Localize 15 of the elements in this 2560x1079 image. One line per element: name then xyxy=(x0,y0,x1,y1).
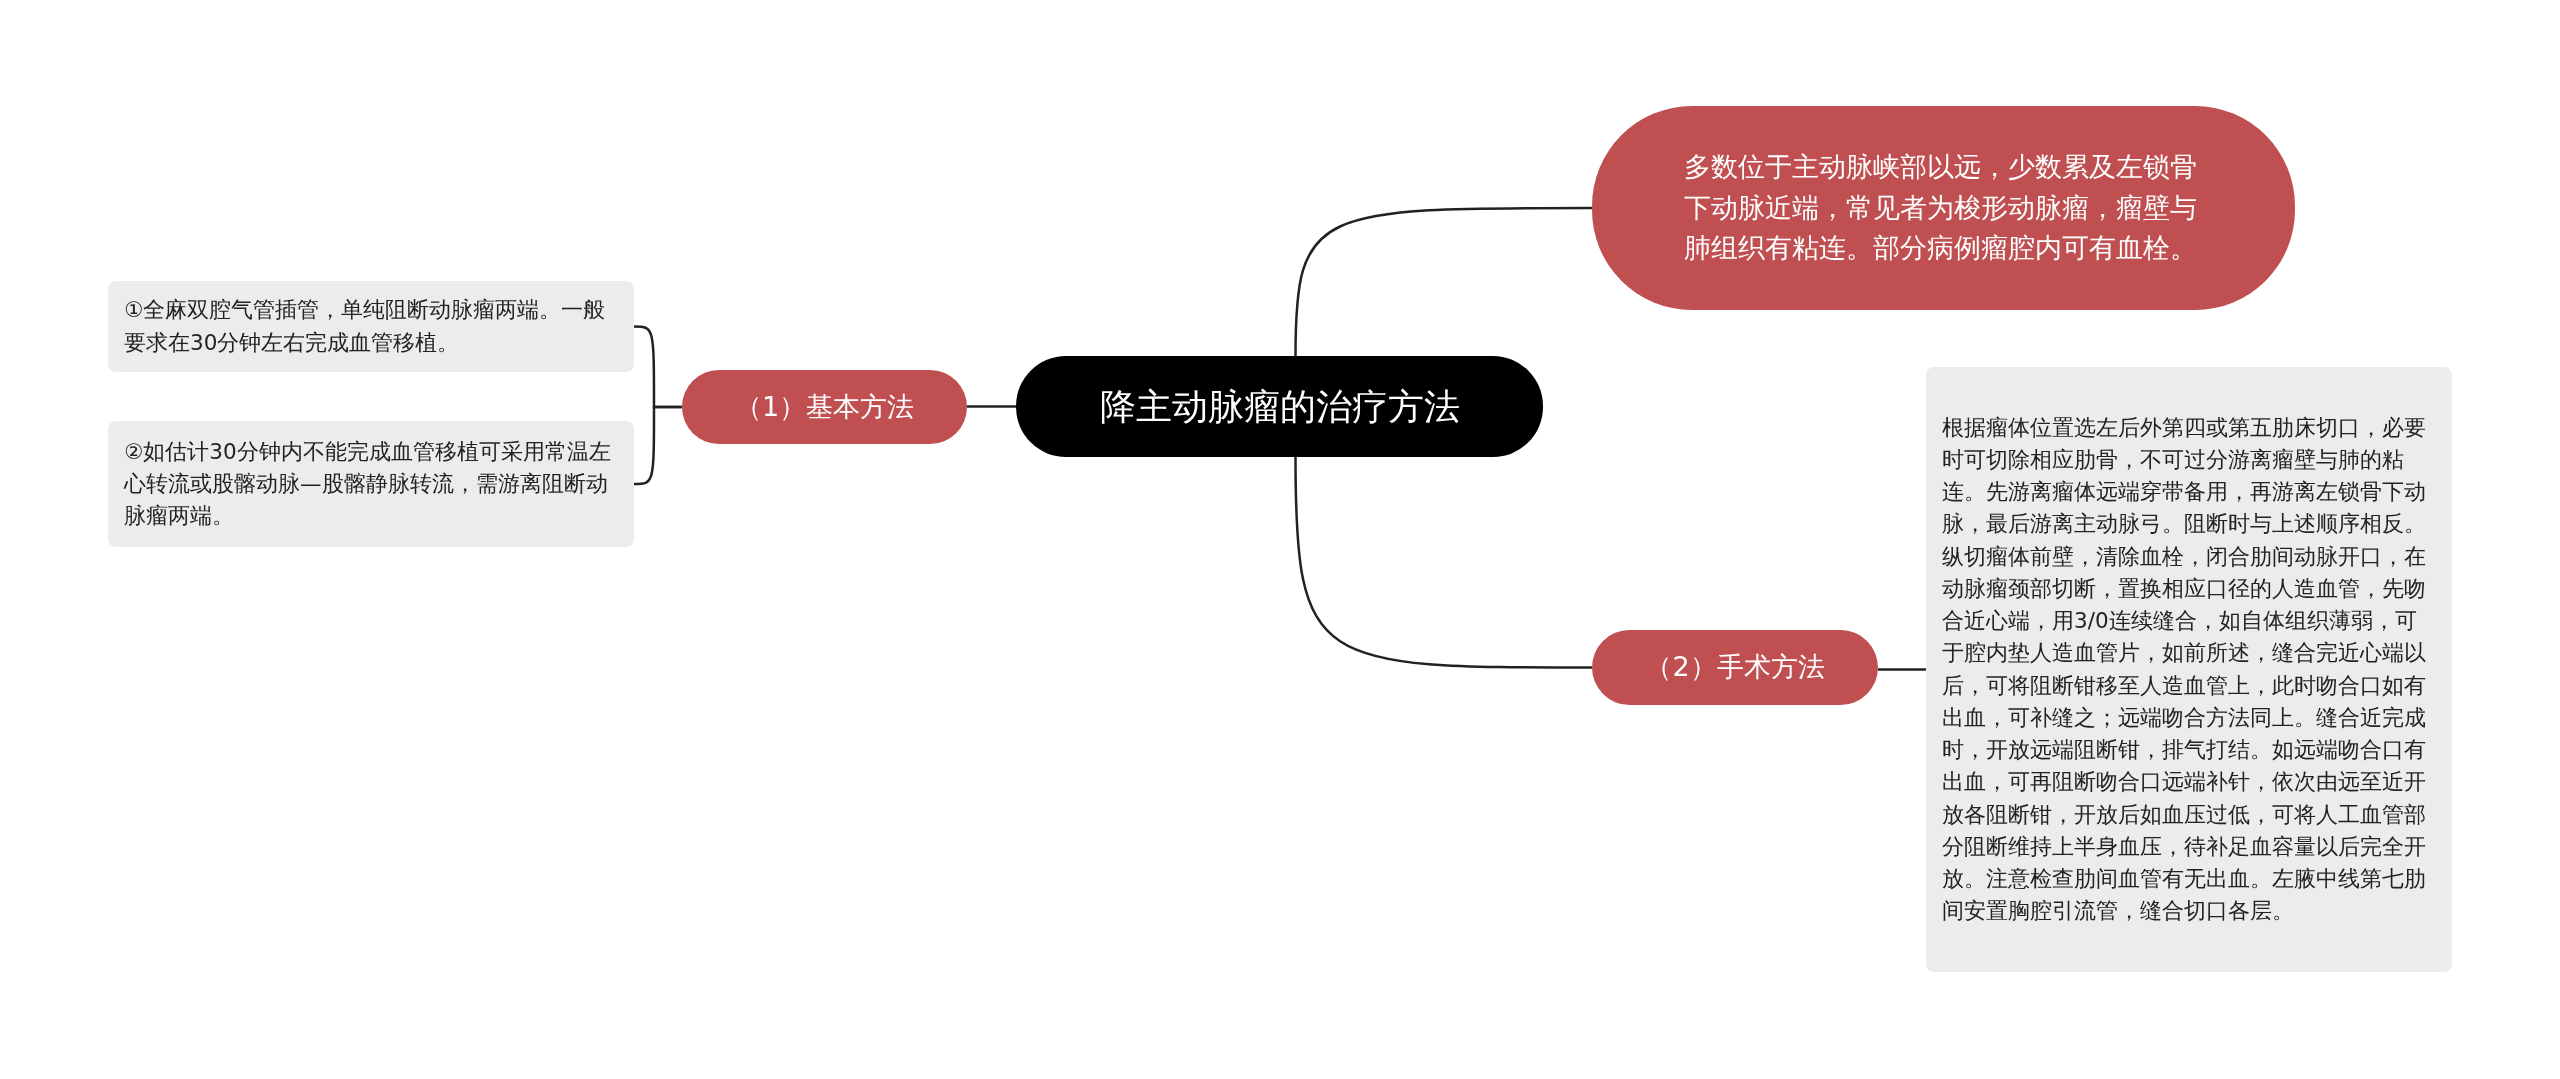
note-box xyxy=(108,421,634,547)
connector-line xyxy=(1878,668,1926,671)
node-text: 根据瘤体位置选左后外第四或第五肋床切口，必要时可切除相应肋骨，不可过分游离瘤壁与肺的粘连。先游离瘤体远端穿带备用，再游离左锁骨下动脉，最后游离主动脉弓。阻断时与上述顺序相反。纵切瘤体前壁，清除血栓，闭合肋间动脉开口，在动脉瘤颈部切断，置换相应口径的人造血管，先吻合近心端，用3/0连续缝合，如自体组织薄弱，可于腔内垫人造血管片，如前所述，缝合完近心端以后，可将阻断钳移至人造血管上，此时吻合口如有出血，可补缝之；远端吻合方法同上。缝合近完成时，开放远端阻断钳，排气打结。如远端吻合口有出血，可再阻断吻合口远端补针，依次由远至近开放各阻断钳，开放后如血压过低，可将人工血管部分阻断维持上半身血压，待补足血容量以后完全开放。注意检查肋间血管有无出血。左腋中线第七肋间安置胸腔引流管，缝合切口各层。 xyxy=(1942,413,2427,926)
note-box xyxy=(108,281,634,372)
node-text: （2）手术方法 xyxy=(1645,650,1825,685)
connector-line xyxy=(634,405,682,486)
node-text: 多数位于主动脉峡部以远，少数累及左锁骨下动脉近端，常见者为梭形动脉瘤，瘤壁与肺组织有粘连。部分病例瘤腔内可有血栓。 xyxy=(1683,150,2198,266)
connector-line xyxy=(967,405,1016,408)
node-text: （1）基本方法 xyxy=(734,389,915,424)
node-text: ①全麻双腔气管插管，单纯阻断动脉瘤两端。一般要求在30分钟左右完成血管移植。 xyxy=(124,296,607,357)
connector-line xyxy=(1294,457,1592,669)
node-text: 降主动脉瘤的治疗方法 xyxy=(1099,384,1460,429)
node-text: ②如估计30分钟内不能完成血管移植可采用常温左心转流或股髂动脉—股髂静脉转流，需游离阻断动脉瘤两端。 xyxy=(124,437,612,531)
connector-line xyxy=(1294,206,1592,357)
note-box xyxy=(1926,367,2452,972)
